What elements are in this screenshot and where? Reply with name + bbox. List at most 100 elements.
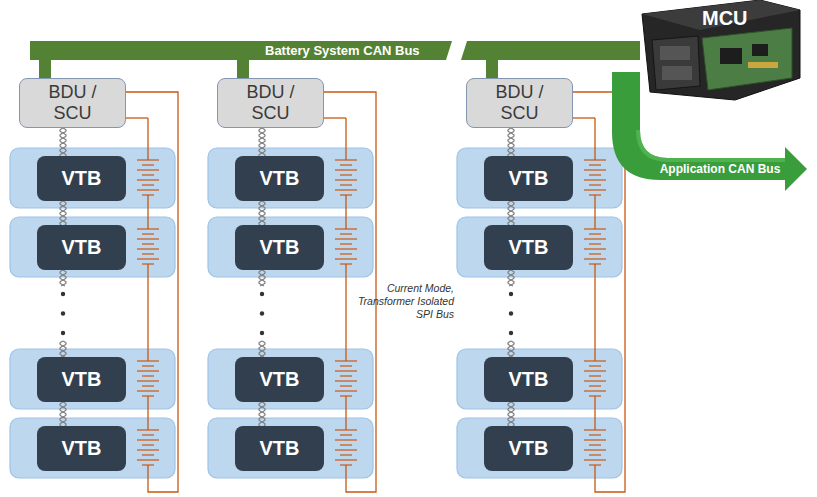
node-label: VTB (62, 236, 102, 259)
module-band (457, 148, 622, 208)
cell-plate (340, 444, 352, 445)
wire (594, 118, 595, 160)
twisted-pair (508, 402, 514, 426)
cell-plate (335, 439, 357, 440)
cell-plate (584, 189, 606, 190)
twisted-pair (508, 201, 514, 225)
cell-plate (137, 429, 159, 430)
cell-plate (137, 189, 159, 190)
cell-plate (589, 375, 601, 376)
cell-plate (589, 174, 601, 175)
twist-strand (60, 201, 66, 225)
cell-plate (335, 159, 357, 160)
chip (752, 44, 768, 56)
continuation-dot (509, 292, 513, 296)
connector-block (652, 36, 700, 90)
wire (324, 117, 346, 118)
disconnect-unit-box: BDU / SCU (466, 78, 573, 128)
device-housing (642, 0, 800, 100)
module-band (208, 217, 373, 277)
cell-plate (137, 370, 159, 371)
node-label: VTB (509, 167, 549, 190)
cell-plate (589, 253, 601, 254)
twist-strand (508, 270, 514, 357)
continuation-dot (61, 331, 65, 335)
cell-plate (335, 449, 357, 450)
module-band (457, 418, 622, 478)
twist-strand (60, 270, 66, 357)
cell-plate (142, 464, 154, 465)
cell-monitor-box: VTB (484, 156, 573, 201)
label-text: Current Mode, Transformer Isolated SPI B… (350, 282, 454, 321)
wire (594, 264, 595, 361)
wire (126, 117, 148, 118)
continuation-dot (260, 331, 264, 335)
cell-plate (137, 169, 159, 170)
disconnect-unit-box: BDU / SCU (217, 78, 324, 128)
cell-monitor-box: VTB (37, 225, 126, 270)
module-band (457, 349, 622, 409)
chip (720, 48, 742, 64)
cell-plate (142, 164, 154, 165)
cell-plate (137, 159, 159, 160)
cell-plate (142, 253, 154, 254)
board-strip (748, 62, 778, 68)
controller-module: MCU (640, 0, 800, 100)
bus-stub (39, 60, 51, 78)
cell-plate (340, 454, 352, 455)
cell-plate (142, 243, 154, 244)
cell-monitor-box: VTB (235, 156, 324, 201)
cell-plate (137, 390, 159, 391)
node-label: BDU / SCU (41, 82, 105, 123)
cell-plate (137, 248, 159, 249)
cell-plate (340, 174, 352, 175)
cell-plate (589, 184, 601, 185)
cell-plate (142, 375, 154, 376)
cell-plate (335, 370, 357, 371)
cell-plate (335, 360, 357, 361)
module-band (10, 148, 175, 208)
connector-pins (662, 66, 692, 80)
cell-monitor-box: VTB (37, 426, 126, 471)
wire (345, 118, 346, 160)
cell-plate (340, 164, 352, 165)
cell-plate (589, 164, 601, 165)
cell-plate (137, 380, 159, 381)
cell-plate (589, 243, 601, 244)
node-label: VTB (509, 236, 549, 259)
cell-plate (589, 434, 601, 435)
cell-monitor-box: VTB (235, 357, 324, 402)
cell-plate (335, 248, 357, 249)
bus-stub (486, 60, 498, 78)
twist-strand (259, 128, 265, 156)
cell-plate (584, 390, 606, 391)
node-label: VTB (509, 368, 549, 391)
cell-plate (589, 233, 601, 234)
cell-plate (589, 365, 601, 366)
wire (594, 396, 595, 430)
node-label: VTB (62, 167, 102, 190)
cell-plate (335, 390, 357, 391)
cell-plate (142, 365, 154, 366)
cell-plate (340, 375, 352, 376)
twisted-pair (259, 128, 265, 156)
cell-plate (340, 253, 352, 254)
output-arrow (612, 72, 807, 191)
wire (345, 396, 346, 430)
twist-strand (259, 201, 265, 225)
cell-plate (584, 429, 606, 430)
cell-plate (584, 360, 606, 361)
cell-plate (137, 449, 159, 450)
node-label: VTB (509, 437, 549, 460)
node-label: Battery System CAN Bus (265, 41, 628, 60)
twisted-pair (60, 402, 66, 426)
cell-plate (584, 439, 606, 440)
cell-plate (335, 189, 357, 190)
circuit-board (702, 28, 792, 90)
cell-plate (335, 169, 357, 170)
continuation-dot (509, 331, 513, 335)
cell-plate (137, 258, 159, 259)
wire (573, 117, 595, 118)
cell-monitor-box: VTB (484, 426, 573, 471)
cell-plate (584, 169, 606, 170)
